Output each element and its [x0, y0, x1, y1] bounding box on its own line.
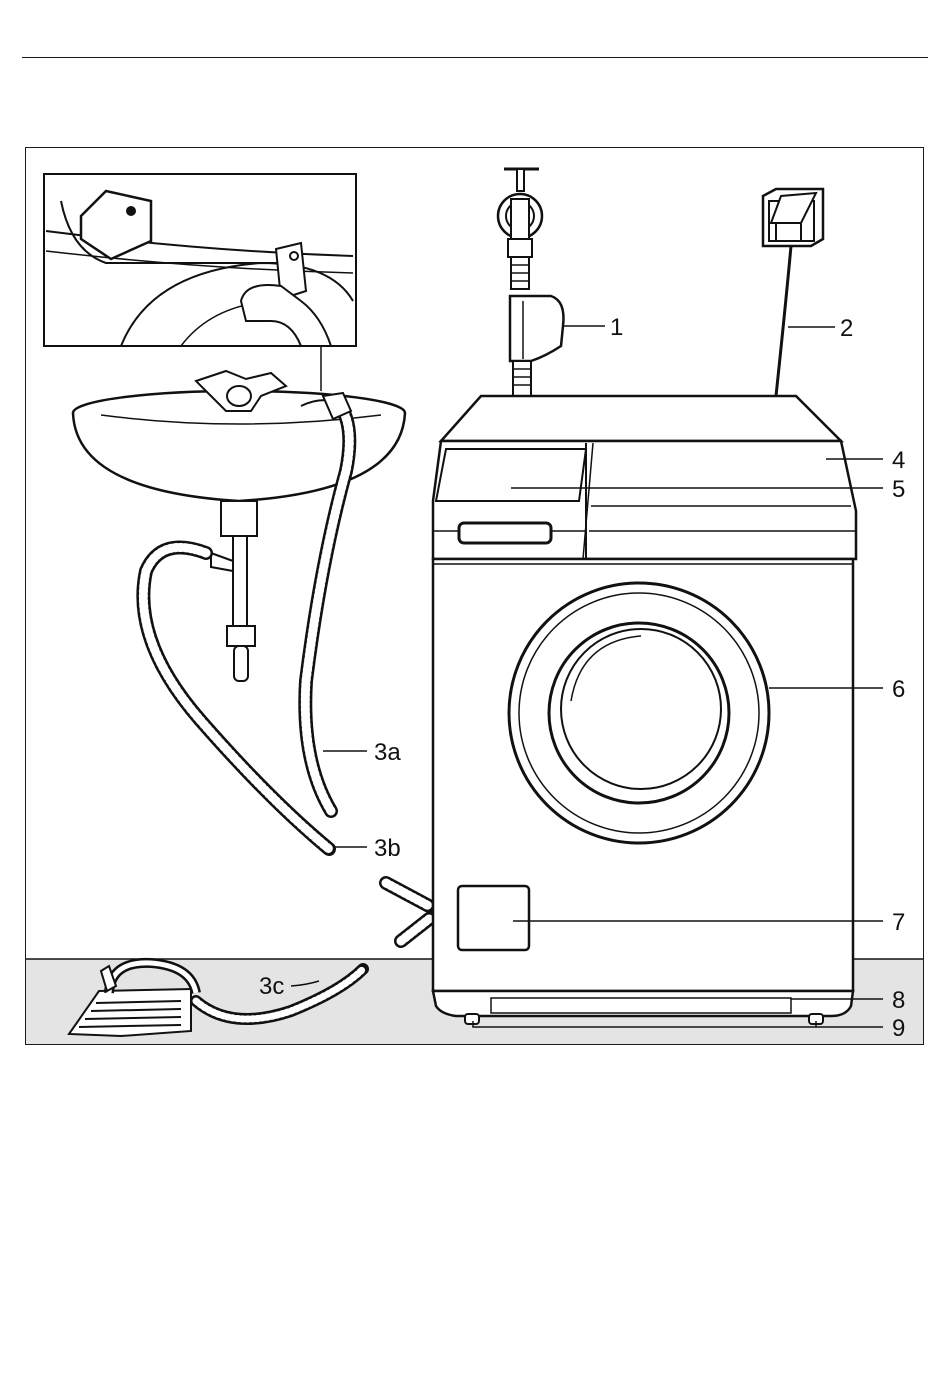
water-tap-icon — [498, 169, 542, 289]
label-9-feet: 9 — [892, 1015, 905, 1042]
label-5-panel: 5 — [892, 476, 905, 503]
label-2-power-cable: 2 — [840, 315, 853, 342]
top-rule — [22, 57, 928, 58]
label-8-plinth: 8 — [892, 987, 905, 1014]
label-6-door: 6 — [892, 676, 905, 703]
label-4-top: 4 — [892, 447, 905, 474]
hose-stubs — [386, 883, 429, 941]
hose-hook-detail-inset — [44, 174, 356, 391]
label-1-inlet-hose: 1 — [610, 314, 623, 341]
washing-machine-connection-diagram: 1 2 3a 3b 3c 4 5 6 7 8 9 — [25, 147, 924, 1045]
washing-machine-icon — [433, 396, 856, 1024]
label-3a-hose: 3a — [374, 739, 401, 766]
inlet-hose-valve — [510, 296, 564, 396]
foot-left — [465, 1014, 479, 1024]
power-cable — [776, 246, 791, 396]
label-3c-hose: 3c — [259, 973, 284, 1000]
washbasin-icon — [73, 371, 405, 681]
label-7-service-flap: 7 — [892, 909, 905, 936]
wall-socket-icon — [763, 189, 823, 246]
service-flap — [458, 886, 529, 950]
label-3b-hose: 3b — [374, 835, 401, 862]
